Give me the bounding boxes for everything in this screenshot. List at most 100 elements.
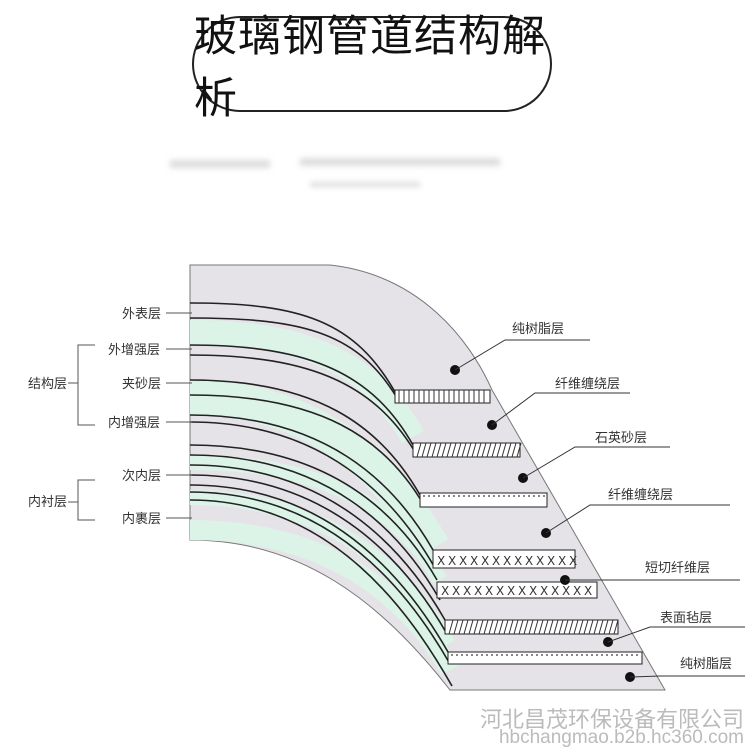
strip-x-mark: X — [514, 554, 522, 568]
right-label-1: 纯树脂层 — [512, 322, 564, 337]
strip-hatch — [593, 619, 599, 635]
strip-sand-dot — [473, 495, 475, 497]
strip-sand-dot — [566, 654, 568, 656]
strip-sand-dot — [466, 654, 468, 656]
strip-sand-dot — [591, 654, 593, 656]
strip-hatch — [478, 619, 484, 635]
strip-sand-dot — [438, 495, 440, 497]
strip-sand-dot — [606, 654, 608, 656]
strip-hatch — [426, 442, 432, 458]
strip-hatch — [563, 619, 569, 635]
strip-hatch — [588, 619, 594, 635]
blurred-subtitle — [310, 182, 420, 187]
strip-sand-dot — [481, 654, 483, 656]
layer-cross-section-strip — [432, 549, 576, 569]
layer-boundary-line — [189, 302, 396, 393]
layer-boundary-line — [189, 444, 438, 581]
strip-sand-dot — [596, 654, 598, 656]
layer-boundary-line — [189, 454, 441, 601]
leader-line — [522, 446, 670, 479]
strip-x-mark: X — [441, 584, 449, 598]
layer-boundary-line — [189, 474, 448, 635]
strip-sand-dot — [538, 495, 540, 497]
strip-x-mark: X — [551, 584, 559, 598]
layer-boundary-line — [189, 484, 449, 653]
label-ticks — [166, 312, 192, 519]
strip-sand-dot — [611, 654, 613, 656]
label-inner-reinforce: 内增强层 — [108, 415, 160, 431]
leader-line — [491, 392, 630, 426]
strip-hatch — [453, 619, 459, 635]
blurred-subtitle — [170, 160, 270, 168]
strip-x-mark: X — [529, 584, 537, 598]
strip-hatch — [603, 619, 609, 635]
strip-sand-dot — [581, 654, 583, 656]
strip-sand-dot — [478, 495, 480, 497]
strip-hatch — [528, 619, 534, 635]
strip-sand-dot — [616, 654, 618, 656]
strip-sand-dot — [488, 495, 490, 497]
strip-hatch — [441, 442, 447, 458]
strip-sand-dot — [491, 654, 493, 656]
strip-sand-dot — [571, 654, 573, 656]
strip-sand-dot — [546, 654, 548, 656]
right-label-6: 表面毡层 — [660, 611, 712, 626]
strip-hatch — [558, 619, 564, 635]
strip-x-mark: X — [540, 584, 548, 598]
leader-line — [607, 626, 745, 643]
strip-hatch — [578, 619, 584, 635]
leader-line — [454, 339, 590, 371]
strip-x-mark: X — [459, 554, 467, 568]
strip-hatch — [468, 619, 474, 635]
strip-x-mark: X — [525, 554, 533, 568]
strip-hatch — [416, 442, 422, 458]
strip-sand-dot — [531, 654, 533, 656]
right-label-2: 纤维缠绕层 — [555, 376, 620, 392]
strip-hatch — [553, 619, 559, 635]
right-label-5: 短切纤维层 — [645, 561, 710, 576]
label-inner-wrap: 内裹层 — [122, 511, 161, 527]
strip-hatch — [583, 619, 589, 635]
green-layer-band — [189, 520, 459, 675]
strip-sand-dot — [561, 654, 563, 656]
strip-sand-dot — [486, 654, 488, 656]
strip-hatch — [523, 619, 529, 635]
strip-sand-dot — [443, 495, 445, 497]
strip-sand-dot — [511, 654, 513, 656]
strip-sand-dot — [428, 495, 430, 497]
strip-hatch — [496, 442, 502, 458]
strip-hatch — [473, 619, 479, 635]
strip-x-mark: X — [452, 584, 460, 598]
layer-boundary-line — [189, 379, 421, 496]
strip-x-mark: X — [573, 584, 581, 598]
strip-sand-dot — [461, 654, 463, 656]
strip-sand-dot — [626, 654, 628, 656]
strip-x-mark: X — [503, 554, 511, 568]
layer-boundary-line — [189, 344, 414, 446]
strip-x-mark: X — [547, 554, 555, 568]
strip-x-mark: X — [507, 584, 515, 598]
layer-cross-section-strip — [419, 492, 548, 508]
strip-hatch — [498, 619, 504, 635]
strip-hatch — [421, 442, 427, 458]
strip-x-mark: X — [485, 584, 493, 598]
strip-hatch — [471, 442, 477, 458]
strip-sand-dot — [551, 654, 553, 656]
strip-sand-dot — [533, 495, 535, 497]
label-sand: 夹砂层 — [122, 377, 161, 392]
strip-hatch — [488, 619, 494, 635]
strip-sand-dot — [453, 495, 455, 497]
strip-sand-dot — [471, 654, 473, 656]
strip-hatch — [483, 619, 489, 635]
strip-sand-dot — [528, 495, 530, 497]
page-title: 玻璃钢管道结构解析 — [194, 12, 546, 124]
layer-boundary-line — [189, 354, 419, 458]
strip-sand-dot — [451, 654, 453, 656]
strip-hatch — [481, 442, 487, 458]
leader-line — [545, 504, 730, 534]
strip-x-mark: X — [470, 554, 478, 568]
strip-sand-dot — [458, 495, 460, 497]
strip-sand-dot — [476, 654, 478, 656]
strip-hatch — [533, 619, 539, 635]
right-labels: 纯树脂层 纤维缠绕层 石英砂层 纤维缠绕层 短切纤维层 表面毡层 纯树脂层 — [512, 322, 732, 672]
